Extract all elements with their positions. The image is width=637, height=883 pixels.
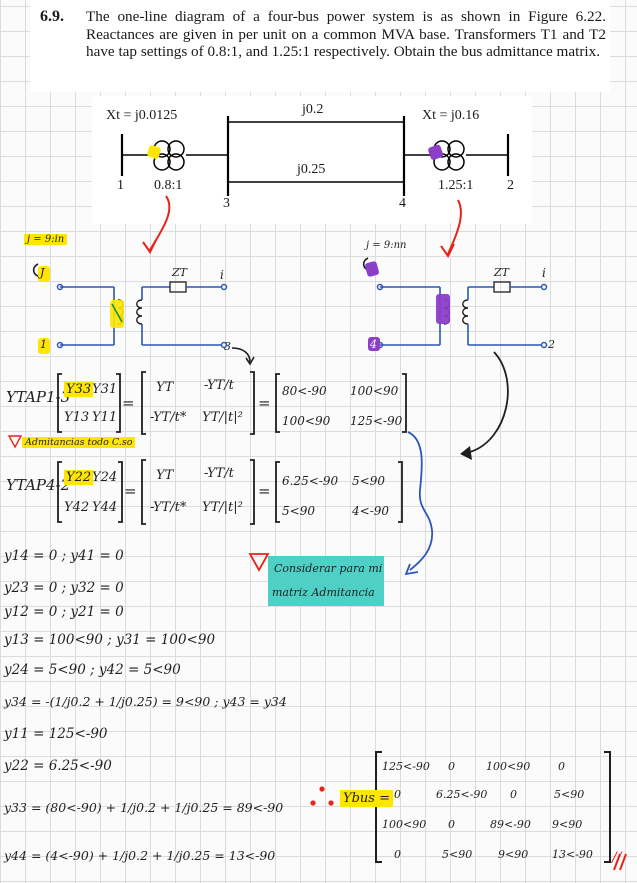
equation-line: y11 = 125<-90 [4, 726, 108, 742]
equation-line: y14 = 0 ; y41 = 0 [4, 548, 124, 564]
ybus-cell: 9<90 [552, 818, 583, 831]
ytap2-matrix-y: Y22 Y24 Y42 Y44 [64, 466, 118, 522]
problem-number: 6.9. [40, 8, 64, 25]
teal-note-line-2: matriz Admitancia [272, 586, 375, 599]
equation-line: y44 = (4<-90) + 1/j0.2 + 1/j0.25 = 13<-9… [4, 848, 276, 863]
ybus-cell: 100<90 [382, 818, 427, 831]
matrix-cell: Y24 [92, 470, 118, 485]
matrix-cell: 5<90 [352, 474, 385, 488]
ytap1-label: YTAP1-3 [6, 388, 71, 406]
line-top-label: j0.2 [302, 102, 324, 117]
teal-note-line-1: Considerar para mi [274, 562, 383, 575]
matrix-cell: Y33 [64, 382, 94, 397]
node-2-label: 2 [548, 338, 555, 351]
one-line-diagram-svg [120, 116, 510, 196]
matrix-cell: Y44 [92, 500, 118, 515]
zt-left-label: ZT [172, 266, 187, 279]
bus2-label: 2 [507, 178, 514, 193]
matrix-cell: 6.25<-90 [282, 474, 339, 488]
j-right-note: j = 9:nn [366, 240, 407, 251]
matrix-cell: 100<90 [282, 414, 331, 428]
matrix-cell: 100<90 [350, 384, 399, 398]
ytap1-eq2: = [258, 394, 271, 412]
ybus-cell: 0 [394, 788, 401, 801]
line-bottom-label: j0.25 [297, 162, 326, 177]
equation-line: y23 = 0 ; y32 = 0 [4, 580, 124, 596]
problem-text: The one-line diagram of a four-bus power… [86, 8, 606, 60]
ybus-cell: 9<90 [498, 848, 529, 861]
ytap2-matrix-t: YT -YT/t -YT/t* YT/|t|² [148, 464, 250, 524]
ybus-cell: 5<90 [554, 788, 585, 801]
matrix-cell: Y31 [92, 382, 118, 397]
matrix-cell: -YT/t [204, 378, 234, 393]
matrix-cell: 125<-90 [350, 414, 403, 428]
ybus-cell: 0 [448, 818, 455, 831]
ybus-cell: 13<-90 [552, 848, 593, 861]
i-right-label: i [542, 266, 546, 280]
bus4-label: 4 [399, 196, 406, 211]
ybus-cell: 125<-90 [382, 760, 430, 773]
tap-left-label: 0.8:1 [154, 178, 183, 193]
ytap1-eq1: = [122, 394, 135, 412]
ytap2-label: YTAP4-2 [6, 476, 71, 494]
ytap2-matrix-values: 6.25<-90 5<90 5<90 4<-90 [280, 466, 398, 522]
node-4-label: 4 [370, 338, 377, 351]
problem-statement: 6.9. The one-line diagram of a four-bus … [30, 0, 610, 92]
equation-line: y33 = (80<-90) + 1/j0.2 + 1/j0.25 = 89<-… [4, 800, 284, 815]
matrix-cell: Y22 [64, 470, 94, 485]
equation-line: y12 = 0 ; y21 = 0 [4, 604, 124, 620]
matrix-cell: -YT/t* [150, 500, 187, 515]
matrix-cell: -YT/t [204, 466, 234, 481]
xt-left-label: Xt = j0.0125 [106, 108, 178, 123]
xt-right-label: Xt = j0.16 [422, 108, 480, 123]
matrix-cell: Y11 [92, 410, 118, 425]
matrix-cell: YT [156, 468, 174, 483]
ytap2-eq1: = [124, 482, 137, 500]
end-mark: // [612, 850, 622, 866]
ytap1-matrix-y: Y33 Y31 Y13 Y11 [64, 378, 118, 432]
j-left-note: j = 9:in [24, 234, 68, 245]
equation-line: y34 = -(1/j0.2 + 1/j0.25) = 9<90 ; y43 =… [4, 694, 287, 709]
ybus-cell: 0 [448, 760, 455, 773]
ytap1-matrix-values: 80<-90 100<90 100<90 125<-90 [280, 378, 402, 432]
ybus-cell: 0 [394, 848, 401, 861]
ytap2-eq2: = [258, 482, 271, 500]
matrix-cell: 4<-90 [352, 504, 390, 518]
equation-line: y22 = 6.25<-90 [4, 758, 112, 774]
ybus-cell: 5<90 [442, 848, 473, 861]
equation-line: y24 = 5<90 ; y42 = 5<90 [4, 662, 181, 678]
ybus-cell: 100<90 [486, 760, 531, 773]
ybus-label: Ybus = [340, 790, 393, 807]
ybus-cell: 0 [510, 788, 517, 801]
matrix-cell: Y13 [64, 410, 90, 425]
node-1-label: 1 [40, 338, 47, 351]
matrix-cell: YT [156, 380, 174, 395]
equation-line: y13 = 100<90 ; y31 = 100<90 [4, 632, 216, 648]
i-left-label: i [220, 268, 224, 282]
matrix-cell: Y42 [64, 500, 90, 515]
matrix-cell: YT/|t|² [202, 500, 243, 515]
ybus-cell: 89<-90 [490, 818, 531, 831]
node-3-label: 3 [224, 340, 231, 353]
matrix-cell: -YT/t* [150, 410, 187, 425]
bus1-label: 1 [117, 178, 124, 193]
matrix-cell: 80<-90 [282, 384, 327, 398]
tap-right-label: 1.25:1 [438, 178, 474, 193]
matrix-cell: 5<90 [282, 504, 315, 518]
zt-right-label: ZT [494, 266, 509, 279]
teal-note: Considerar para mi matriz Admitancia [268, 556, 384, 606]
ybus-cell: 0 [558, 760, 565, 773]
bus3-label: 3 [223, 196, 230, 211]
ybus-matrix: 125<-90 0 100<90 0 0 6.25<-90 0 5<90 100… [382, 756, 604, 861]
warning-note-1: Admitancias todo C.so [22, 437, 136, 448]
ybus-cell: 6.25<-90 [436, 788, 488, 801]
matrix-cell: YT/|t|² [202, 410, 243, 425]
node-j-label: J [40, 266, 45, 279]
ytap1-matrix-t: YT -YT/t -YT/t* YT/|t|² [148, 376, 250, 434]
